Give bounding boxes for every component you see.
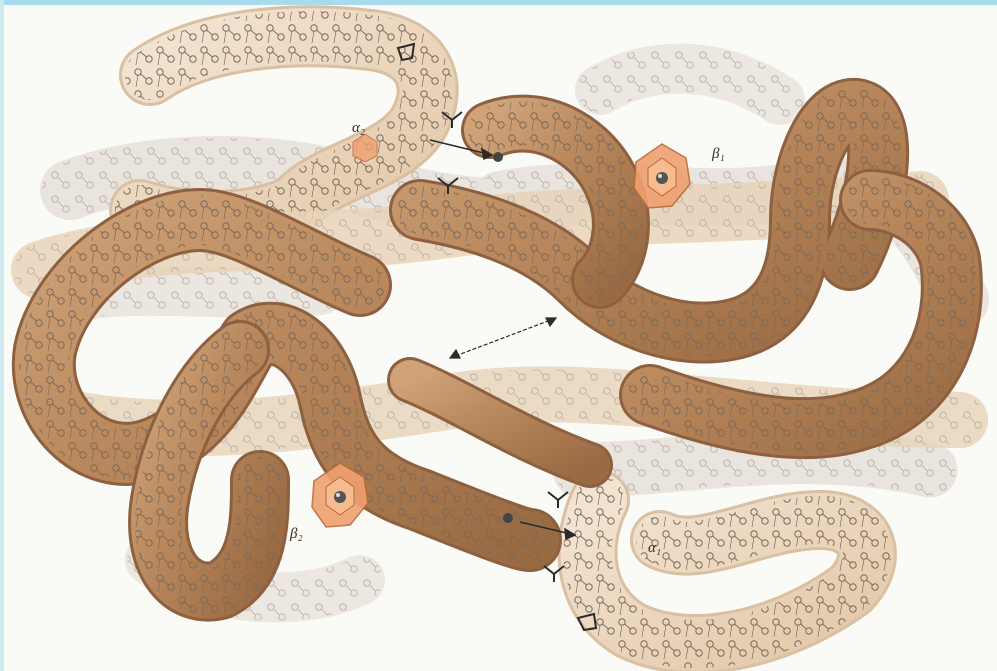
label-beta2: β₂: [289, 526, 303, 542]
label-alpha2: α₂: [352, 120, 365, 136]
label-alpha1: α₁: [648, 540, 661, 556]
alpha1-chain: [588, 500, 867, 644]
frame-top-border: [0, 0, 997, 5]
iron-dot-lower: [503, 513, 513, 523]
iron-dot-upper: [493, 152, 503, 162]
label-beta1: β₁: [711, 146, 725, 162]
double-arrow-center: [450, 318, 556, 358]
frame-left-border: [0, 0, 4, 671]
